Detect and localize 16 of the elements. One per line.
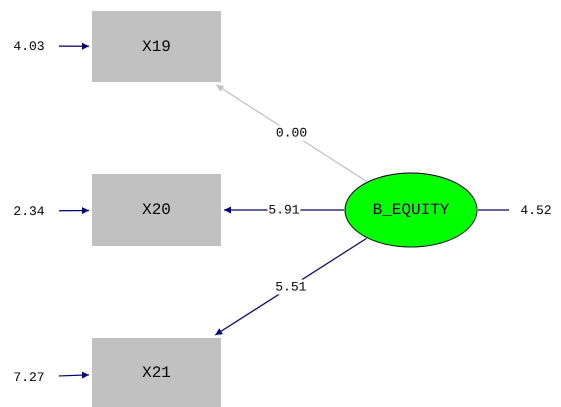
observed-variable-box [92,174,221,246]
edge-label: 5.51 [274,279,308,294]
error-variance: 4.52 [520,202,552,218]
error-variance: 2.34 [13,204,45,218]
observed-variable-box [92,338,221,407]
error-variance: 7.27 [13,370,45,384]
error-variance: 4.03 [13,38,45,54]
variable-name: X21 [142,364,171,382]
arrow [59,42,89,50]
edge-label: 0.00 [274,126,308,141]
variable-name: B_EQUITY [372,201,450,219]
variable-name: X19 [142,38,171,56]
arrow [58,372,90,379]
arrow [59,207,89,214]
observed-variable-box [92,11,221,82]
variable-name: X20 [142,201,171,219]
